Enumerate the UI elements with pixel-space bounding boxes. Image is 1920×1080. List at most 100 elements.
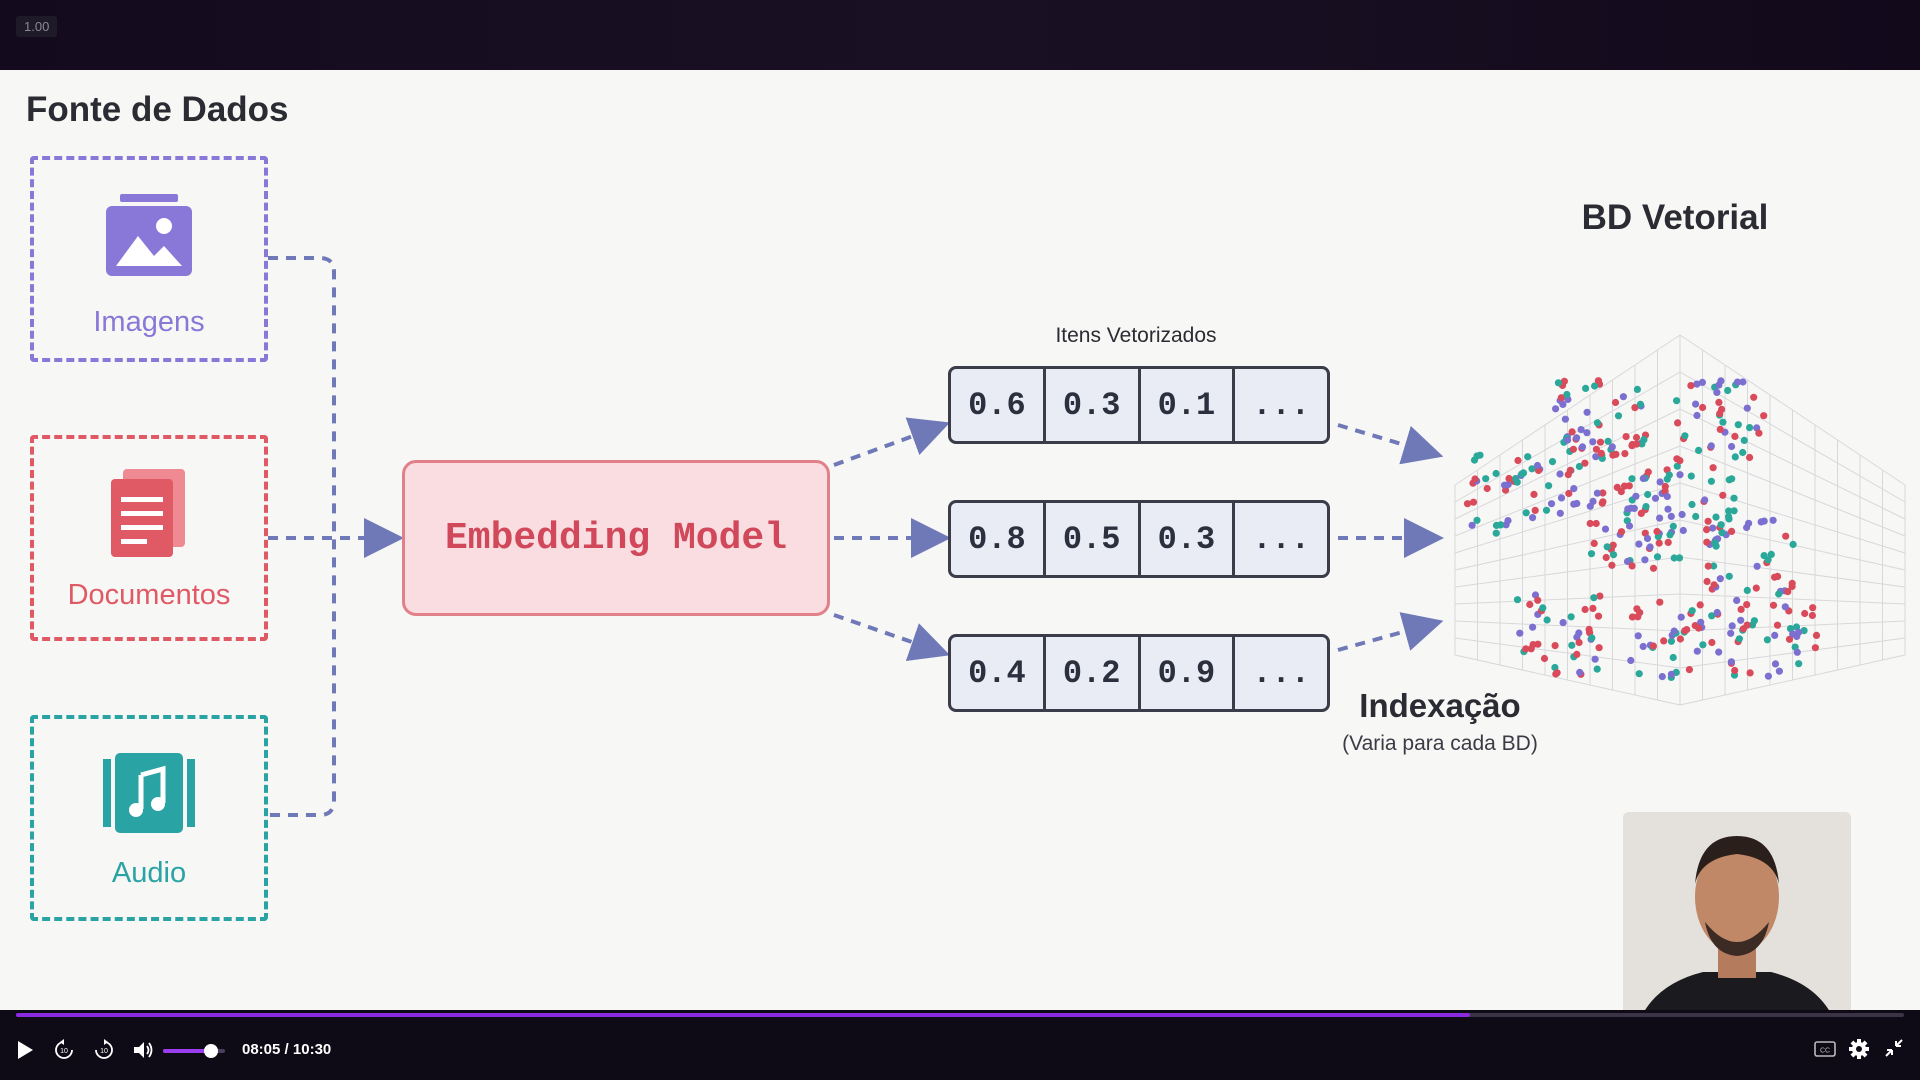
cube-grid-line [1454, 620, 1681, 632]
vector-point [1681, 432, 1689, 440]
vector-point [1669, 522, 1677, 530]
vector-point [1592, 453, 1600, 461]
vector-point [1713, 388, 1721, 396]
vector-point [1554, 379, 1562, 387]
playback-speed-badge[interactable]: 1.00 [16, 16, 58, 37]
vector-point [1676, 635, 1684, 643]
vector-point [1713, 608, 1721, 617]
player-controls: 10 10 08:05 / 10:30 CC [0, 1010, 1920, 1080]
vector-point [1557, 394, 1565, 402]
vector-point [1582, 384, 1590, 392]
time-display: 08:05 / 10:30 [242, 1041, 331, 1058]
vector-point [1789, 540, 1797, 548]
vector-point [1719, 418, 1727, 426]
vector-point [1760, 552, 1768, 560]
vector-point [1728, 442, 1736, 451]
vector-point [1551, 642, 1559, 650]
vector-point [1785, 635, 1794, 643]
flow-connectors [268, 256, 1444, 817]
vector-point [1591, 655, 1599, 663]
vector-point [1800, 627, 1808, 635]
vector-point [1688, 500, 1696, 509]
vector-point [1651, 494, 1660, 502]
vector-point [1692, 512, 1700, 521]
vector-point [1636, 400, 1644, 408]
vectors-title: Itens Vetorizados [1055, 324, 1217, 347]
vector-point [1604, 437, 1612, 445]
vector-point [1590, 594, 1598, 602]
vector-point [1628, 613, 1636, 621]
cube-grid-line [1454, 637, 1681, 669]
vector-point [1746, 669, 1754, 677]
vector-point [1740, 436, 1748, 444]
vector-point [1526, 600, 1534, 609]
play-icon[interactable] [14, 1038, 36, 1067]
rewind-10-icon[interactable]: 10 [52, 1038, 76, 1067]
vector-cell: ... [1252, 386, 1310, 424]
vector-point [1534, 596, 1542, 604]
vector-point [1709, 464, 1717, 472]
vector-point [1575, 629, 1583, 637]
vector-point [1516, 629, 1524, 637]
exit-fullscreen-icon[interactable] [1884, 1038, 1904, 1063]
vector-point [1592, 445, 1600, 453]
vector-point [1784, 588, 1792, 596]
vector-point [1685, 666, 1693, 674]
vector-point [1707, 442, 1715, 450]
vector-point [1693, 647, 1701, 655]
cube-grid-line [1454, 519, 1681, 571]
vector-point [1628, 475, 1636, 483]
vector-point [1664, 538, 1672, 546]
vector-point [1570, 485, 1578, 493]
vector-point [1473, 516, 1481, 524]
vector-point [1632, 433, 1641, 442]
vector-point [1575, 638, 1583, 647]
vector-point [1667, 512, 1675, 520]
vector-point [1677, 613, 1685, 621]
vector-point [1528, 465, 1536, 473]
vector-point [1596, 592, 1604, 600]
forward-10-icon[interactable]: 10 [92, 1038, 116, 1067]
vector-point [1701, 496, 1709, 504]
progress-bar[interactable] [16, 1013, 1904, 1017]
volume-slider[interactable] [163, 1044, 225, 1058]
vector-point [1492, 521, 1501, 529]
vector-point [1593, 489, 1601, 497]
captions-icon[interactable]: CC [1814, 1040, 1836, 1063]
vector-point [1730, 494, 1738, 502]
vector-point [1568, 641, 1576, 649]
vector-cell: 0.2 [1046, 637, 1141, 709]
vector-point [1763, 636, 1771, 644]
vector-point [1733, 378, 1742, 386]
vector-point [1634, 632, 1642, 640]
vector-point [1725, 507, 1733, 515]
vector-point [1767, 550, 1775, 558]
vector-point [1614, 412, 1623, 420]
vector-point [1569, 445, 1577, 453]
vector-point [1704, 517, 1712, 525]
settings-gear-icon[interactable] [1848, 1038, 1870, 1065]
vector-point [1643, 534, 1652, 543]
vector-point [1752, 584, 1760, 592]
vector-point [1635, 670, 1643, 678]
vector-point [1656, 478, 1664, 486]
vector-point [1725, 512, 1733, 521]
vector-point [1589, 604, 1597, 612]
vector-point [1519, 469, 1528, 477]
vector-point [1564, 436, 1572, 444]
vector-point [1632, 492, 1640, 500]
volume-icon[interactable] [131, 1038, 155, 1067]
vector-point [1808, 611, 1816, 620]
vector-point [1641, 556, 1649, 564]
volume-knob[interactable] [204, 1044, 219, 1058]
vector-point [1611, 398, 1620, 407]
vector-point [1522, 645, 1530, 653]
svg-text:10: 10 [60, 1048, 68, 1055]
vector-point [1599, 498, 1607, 506]
vector-point [1608, 443, 1616, 451]
vector-point [1670, 627, 1678, 635]
vector-point [1627, 656, 1635, 665]
vector-point [1746, 424, 1754, 432]
vector-point [1688, 607, 1696, 615]
